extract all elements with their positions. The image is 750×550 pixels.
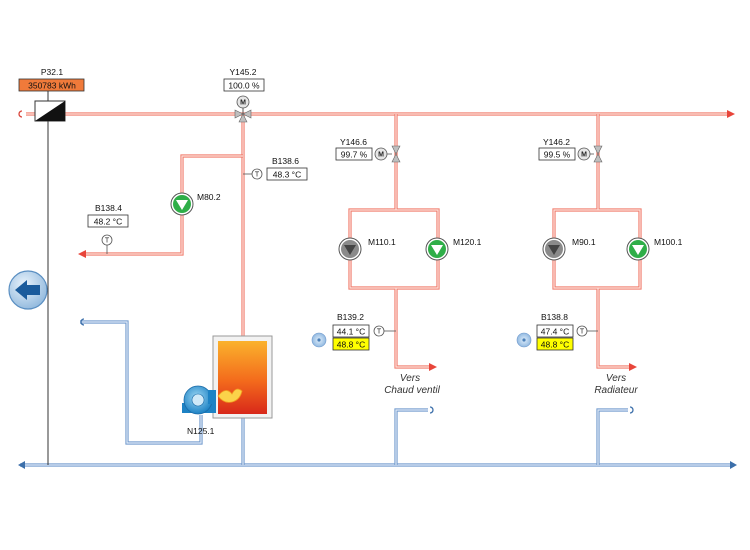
back-button[interactable]: [8, 270, 48, 310]
pump-label: M110.1: [368, 237, 396, 247]
pump-label: M80.2: [197, 192, 221, 202]
valve-y145-2[interactable]: Y145.2 100.0 % M: [223, 67, 265, 123]
temperature-icon: T: [105, 238, 110, 245]
snowflake-sensor-icon: [311, 332, 327, 348]
valve-value: 100.0 %: [228, 81, 260, 91]
pump-m80-2[interactable]: M80.2: [170, 192, 221, 216]
burner-label: N125.1: [187, 426, 215, 436]
return-arrow-left: [18, 461, 25, 469]
motor-icon: M: [581, 152, 587, 159]
pump-stopped-icon: [548, 245, 560, 255]
pump-m110-1[interactable]: M110.1: [338, 237, 396, 261]
sensor-label: B138.6: [272, 156, 299, 166]
valve-y146-6[interactable]: Y146.6 99.7 % M: [335, 137, 401, 163]
sensor-label: B138.4: [95, 203, 122, 213]
valve-label: Y146.6: [340, 137, 367, 147]
sensor-label: B139.2: [337, 312, 364, 322]
two-way-valve-icon: [593, 145, 603, 155]
output-line2: Chaud ventil: [384, 385, 440, 396]
three-way-valve-icon: [234, 109, 244, 119]
pump-label: M120.1: [453, 237, 482, 247]
sensor-b139-2[interactable]: B139.2 44.1 °C 48.8 °C T: [332, 312, 396, 351]
hot-pipe-start: [18, 110, 23, 118]
sensor-b138-4[interactable]: B138.4 48.2 °C T: [87, 203, 129, 254]
heat-meter-p32-1[interactable]: P32.1 350783 kWh: [18, 67, 85, 122]
temperature-icon: T: [580, 329, 585, 336]
sensor-b138-8[interactable]: B138.8 47.4 °C 48.8 °C T: [536, 312, 598, 351]
pump-m120-1[interactable]: M120.1: [425, 237, 482, 261]
pump-running-icon: [431, 245, 443, 255]
arrow-left-icon: [15, 280, 40, 300]
pump-running-icon: [632, 245, 644, 255]
circuit1-arrow: [429, 363, 437, 371]
temperature-icon: T: [255, 172, 260, 179]
sensor-label: B138.8: [541, 312, 568, 322]
meter-label: P32.1: [41, 67, 63, 77]
pump-stopped-icon: [344, 245, 356, 255]
circuit2-arrow: [629, 363, 637, 371]
output-line2: Radiateur: [594, 385, 638, 396]
output-line1: Vers: [606, 373, 626, 384]
sensor-value: 44.1 °C: [337, 327, 365, 337]
temperature-icon: T: [377, 329, 382, 336]
pump-label: M90.1: [572, 237, 596, 247]
pump-label: M100.1: [654, 237, 683, 247]
valve-value: 99.7 %: [341, 150, 368, 160]
output-radiateur: Vers Radiateur: [594, 373, 638, 396]
loop-arrow-left: [78, 250, 86, 258]
cold-pipes: [20, 320, 734, 467]
burner-n125-1[interactable]: N125.1: [182, 385, 216, 436]
pump-m90-1[interactable]: M90.1: [542, 237, 596, 261]
meter-value: 350783 kWh: [28, 81, 76, 91]
output-line1: Vers: [400, 373, 420, 384]
pump-running-icon: [176, 200, 188, 210]
sensor-setpoint: 48.8 °C: [541, 340, 569, 350]
cold-pipe-ends: [80, 318, 634, 414]
two-way-valve-icon: [391, 145, 401, 155]
sensor-b138-6[interactable]: T B138.6 48.3 °C: [243, 156, 308, 181]
valve-label: Y146.2: [543, 137, 570, 147]
sensor-setpoint: 48.8 °C: [337, 340, 365, 350]
flame-icon: [217, 388, 243, 403]
sensor-value: 48.3 °C: [273, 170, 301, 180]
motor-icon: M: [378, 152, 384, 159]
boiler[interactable]: [212, 335, 273, 419]
pump-m100-1[interactable]: M100.1: [626, 237, 683, 261]
output-chaud-ventil: Vers Chaud ventil: [384, 373, 440, 396]
valve-label: Y145.2: [230, 67, 257, 77]
supply-arrow-right: [727, 110, 735, 118]
snowflake-sensor-icon: [516, 332, 532, 348]
valve-y146-2[interactable]: Y146.2 99.5 % M: [538, 137, 603, 163]
valve-value: 99.5 %: [544, 150, 571, 160]
return-arrow-right: [730, 461, 737, 469]
boiler-flame-chamber: [218, 341, 267, 414]
sensor-value: 47.4 °C: [541, 327, 569, 337]
sensor-value: 48.2 °C: [94, 217, 122, 227]
motor-icon: M: [240, 100, 246, 107]
